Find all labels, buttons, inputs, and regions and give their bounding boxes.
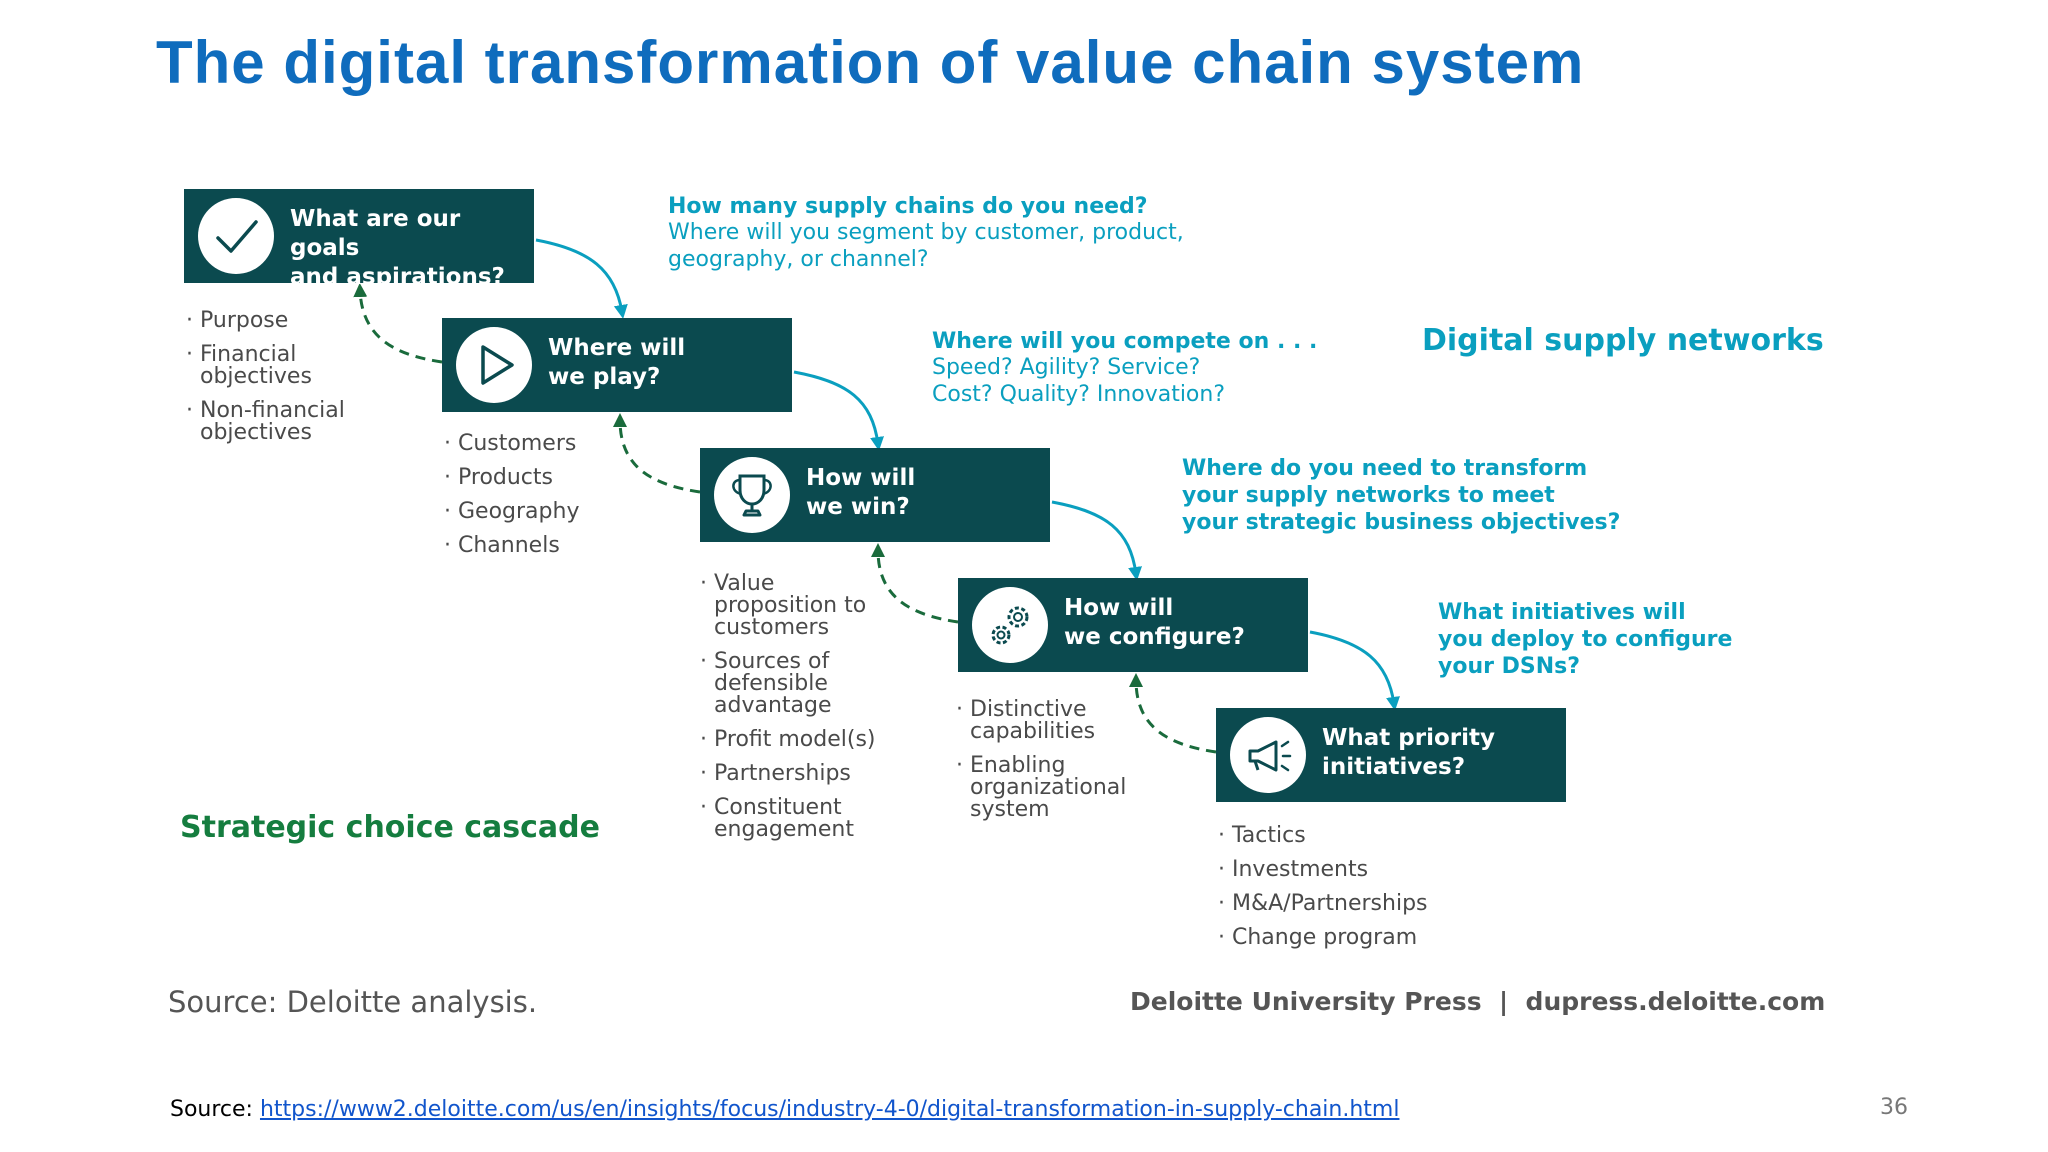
list-item: Partnerships bbox=[700, 763, 876, 786]
goals-bullets: Purpose Financial objectives Non-financi… bbox=[186, 310, 345, 456]
configure-bullets: Distinctive capabilities Enabling organi… bbox=[956, 699, 1126, 833]
question-2-body: Speed? Agility? Service? Cost? Quality? … bbox=[932, 355, 1226, 407]
step-configure-box: How will we configure? bbox=[958, 578, 1308, 672]
megaphone-icon bbox=[1230, 717, 1306, 793]
gears-icon bbox=[972, 587, 1048, 663]
step-goals-box: What are our goals and aspirations? bbox=[184, 189, 534, 290]
list-item: Distinctive capabilities bbox=[956, 699, 1126, 743]
initiatives-bullets: Tactics Investments M&A/Partnerships Cha… bbox=[1218, 825, 1428, 961]
forward-arrow-1 bbox=[535, 238, 628, 319]
list-item: Sources of defensible advantage bbox=[700, 651, 876, 717]
forward-arrow-4 bbox=[1309, 630, 1400, 711]
feedback-arrow-2 bbox=[613, 413, 701, 494]
list-item: Geography bbox=[444, 501, 579, 524]
feedback-arrow-4 bbox=[1129, 673, 1217, 754]
forward-arrow-2 bbox=[793, 370, 884, 451]
step-play-box: Where will we play? bbox=[442, 318, 792, 412]
feedback-arrow-1 bbox=[353, 283, 443, 364]
dsn-label: Digital supply networks bbox=[1422, 323, 1824, 358]
question-2-head: Where will you compete on . . . bbox=[932, 329, 1318, 354]
question-3-head: Where do you need to transform your supp… bbox=[1182, 456, 1621, 535]
list-item: Non-financial objectives bbox=[186, 400, 345, 444]
step-label: What priority initiatives? bbox=[1322, 725, 1495, 780]
trophy-icon bbox=[714, 457, 790, 533]
question-1-body: Where will you segment by customer, prod… bbox=[668, 220, 1184, 272]
step-label: How will we win? bbox=[806, 465, 916, 520]
step-win-box: How will we win? bbox=[700, 448, 1050, 542]
forward-arrow-3 bbox=[1051, 500, 1142, 581]
step-label: Where will we play? bbox=[548, 335, 686, 390]
cascade-label: Strategic choice cascade bbox=[180, 810, 600, 845]
feedback-arrow-3 bbox=[871, 543, 959, 624]
source-link[interactable]: https://www2.deloitte.com/us/en/insights… bbox=[259, 1097, 1400, 1122]
page-number: 36 bbox=[1880, 1095, 1908, 1120]
press-credit: Deloitte University Press | dupress.delo… bbox=[1130, 987, 1826, 1016]
list-item: Change program bbox=[1218, 927, 1428, 950]
list-item: Constituent engagement bbox=[700, 797, 876, 841]
question-1-head: How many supply chains do you need? bbox=[668, 194, 1148, 219]
list-item: Tactics bbox=[1218, 825, 1428, 848]
list-item: Value proposition to customers bbox=[700, 573, 876, 639]
step-initiatives-box: What priority initiatives? bbox=[1216, 708, 1566, 802]
win-bullets: Value proposition to customers Sources o… bbox=[700, 573, 876, 853]
list-item: Purpose bbox=[186, 310, 345, 333]
step-label: What are our goals and aspirations? bbox=[290, 206, 505, 290]
step-label: How will we configure? bbox=[1064, 595, 1245, 650]
question-4-head: What initiatives will you deploy to conf… bbox=[1438, 600, 1733, 679]
page-title: The digital transformation of value chai… bbox=[156, 29, 1585, 96]
list-item: Products bbox=[444, 467, 579, 490]
source-note: Source: Deloitte analysis. bbox=[168, 985, 538, 1019]
list-item: Customers bbox=[444, 433, 579, 456]
footer-source: Source: https://www2.deloitte.com/us/en/… bbox=[170, 1097, 1399, 1122]
list-item: Profit model(s) bbox=[700, 729, 876, 752]
list-item: M&A/Partnerships bbox=[1218, 893, 1428, 916]
list-item: Channels bbox=[444, 535, 579, 558]
list-item: Investments bbox=[1218, 859, 1428, 882]
list-item: Enabling organizational system bbox=[956, 755, 1126, 821]
list-item: Financial objectives bbox=[186, 344, 345, 388]
footer-prefix: Source: bbox=[170, 1097, 260, 1122]
checkmark-icon bbox=[198, 198, 274, 274]
play-icon bbox=[456, 327, 532, 403]
play-bullets: Customers Products Geography Channels bbox=[444, 433, 579, 569]
